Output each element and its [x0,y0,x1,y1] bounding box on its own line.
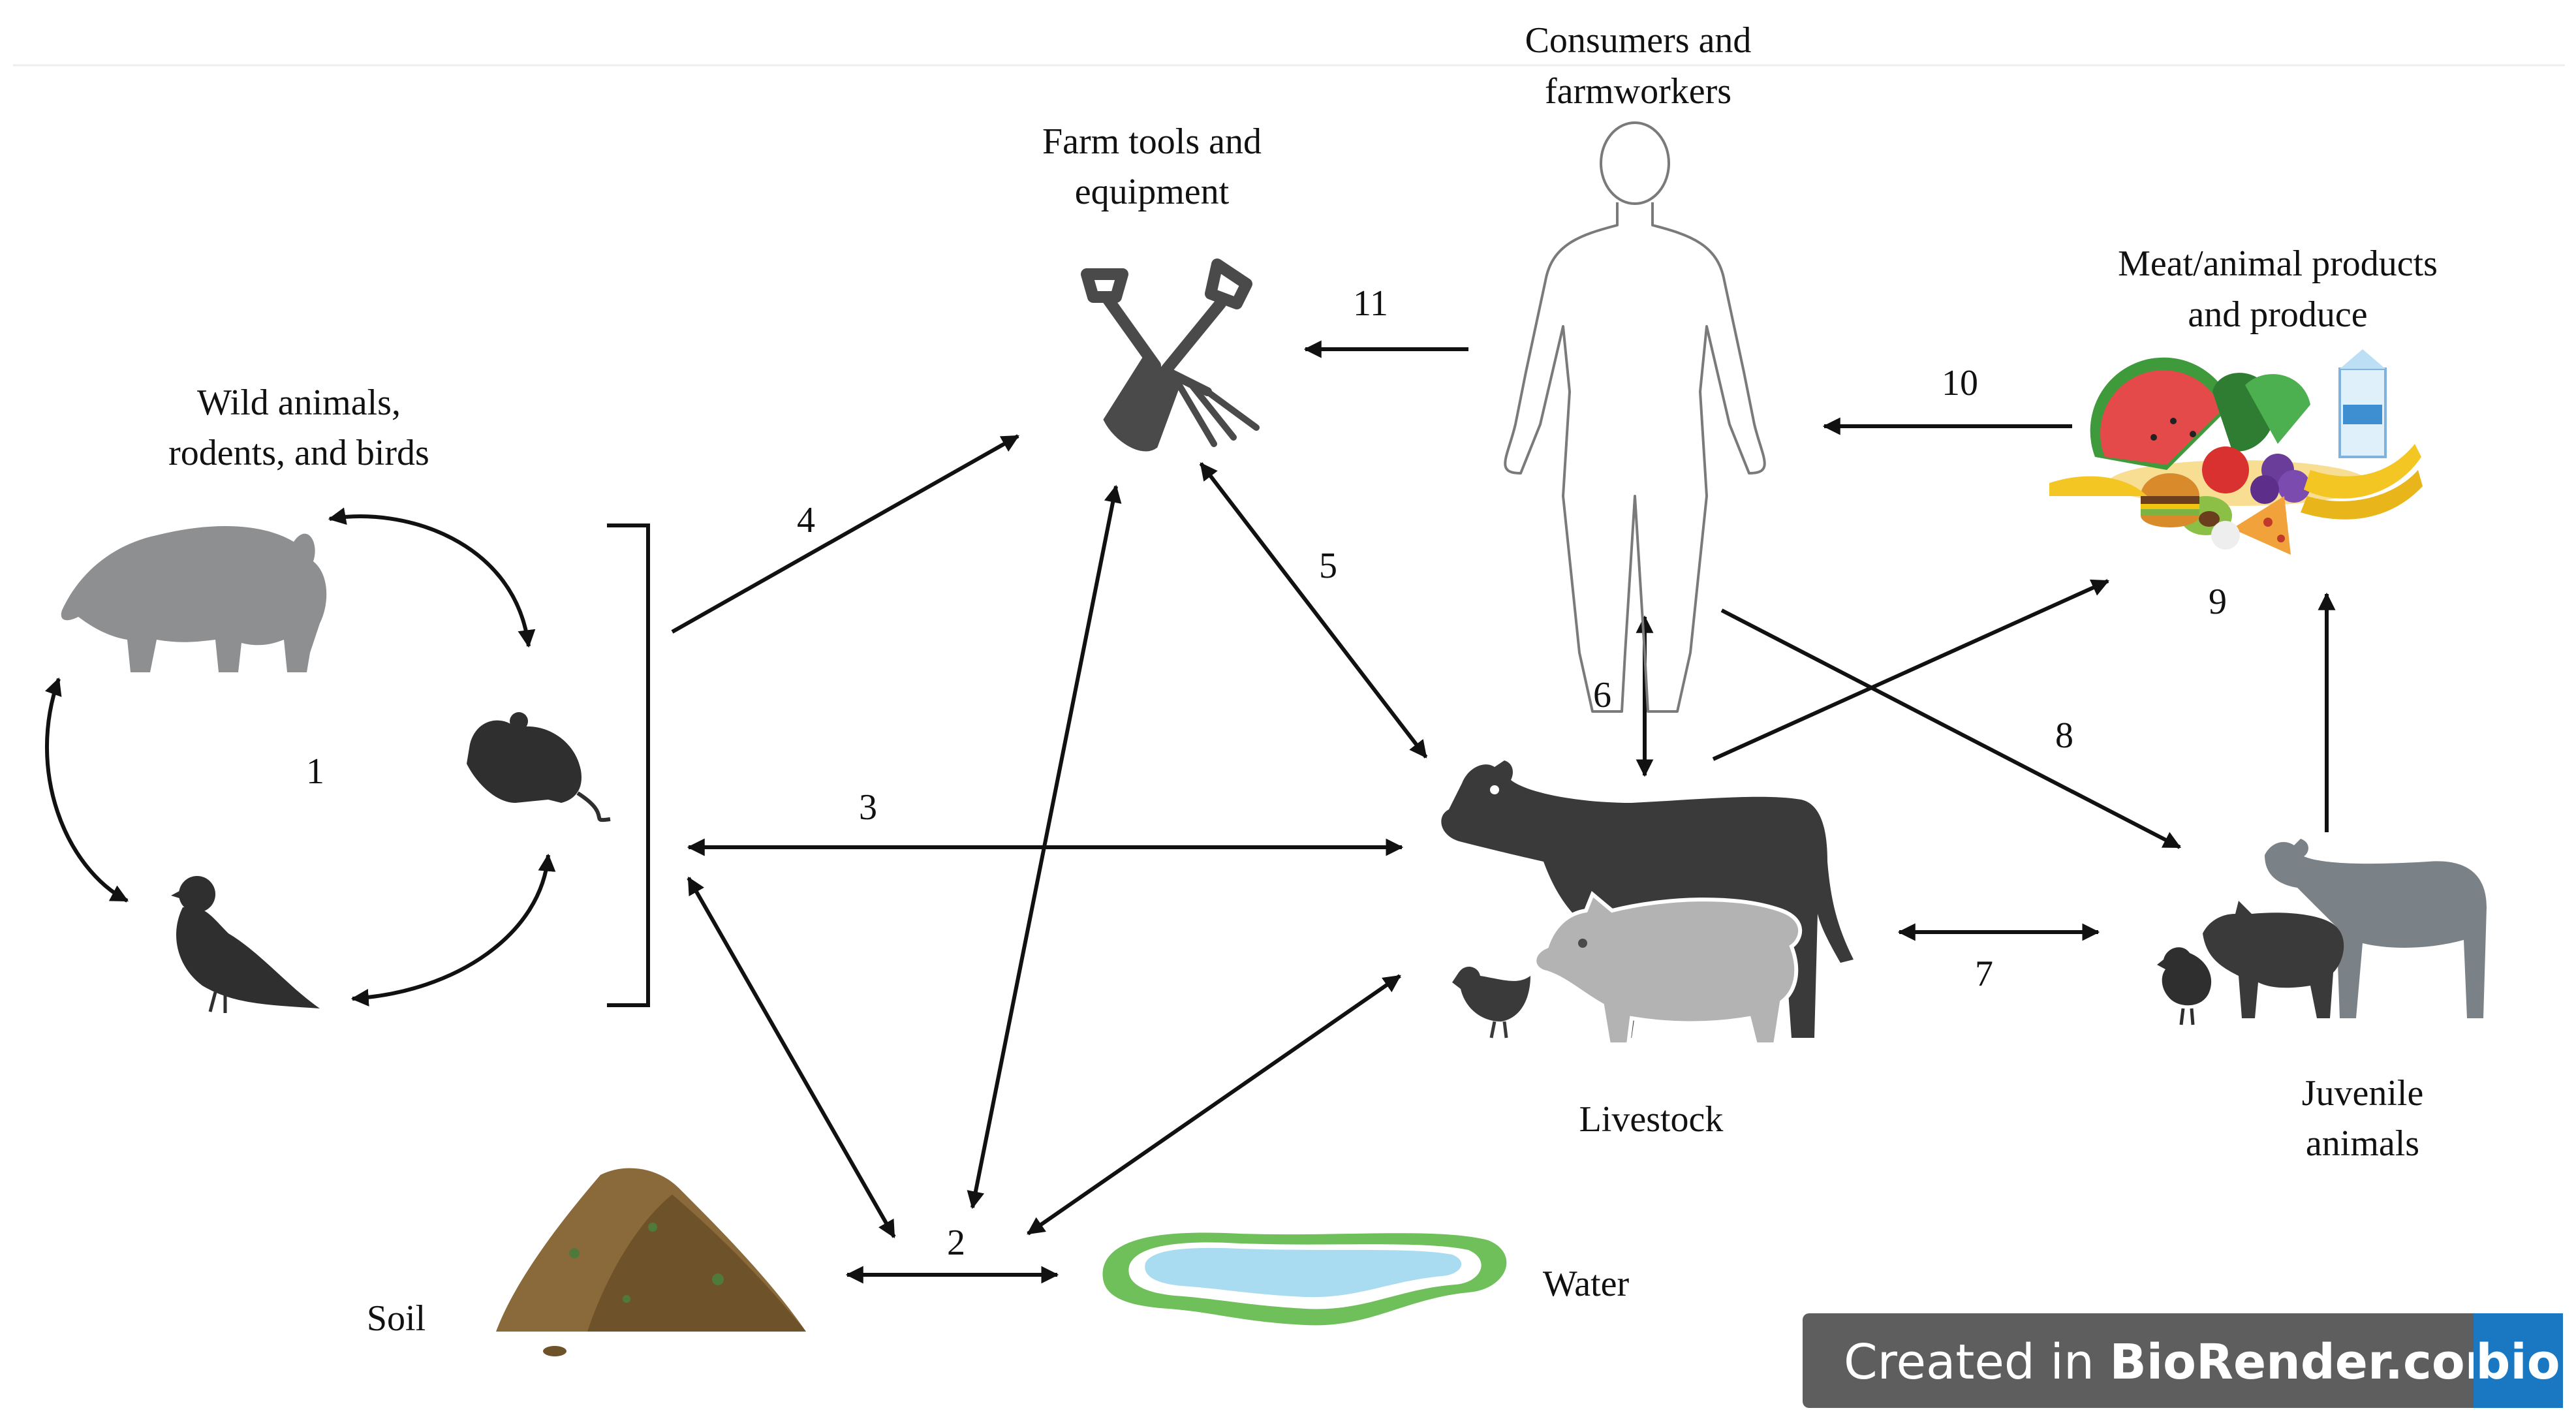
route-number-11: 11 [1353,283,1388,324]
products-label-line2: and produce [2188,294,2367,335]
livestock-label: Livestock [1579,1099,1724,1140]
arrow-wild-environment [687,877,896,1238]
juvenile-animals-icon [2157,839,2487,1025]
arrow-livestock-environment [1027,974,1401,1236]
wild-label-line1: Wild animals, [197,383,401,423]
route-number-9: 9 [2209,582,2227,622]
badge-prefix: Created in [1844,1334,2109,1390]
tools-label-line1: Farm tools and [1042,121,1262,162]
badge-logo-tile [2474,1313,2563,1408]
route-number-8: 8 [2055,715,2073,756]
pig-eye [1578,939,1587,948]
route-number-3: 3 [859,787,877,828]
arrow-livestock-products [1712,579,2110,761]
consumers-label-line1: Consumers and [1525,20,1752,61]
rodent-icon [467,712,611,822]
wild-group-bracket [607,523,650,1007]
arrows [44,340,2336,1284]
badge-text: Created in BioRender.com [1844,1334,2515,1390]
cow-eye [1490,785,1499,794]
wild-label-line2: rodents, and birds [168,433,429,473]
pigeon-icon [171,876,320,1013]
human-outline-icon [1504,121,1766,713]
water-label: Water [1543,1264,1630,1304]
soil-label: Soil [367,1298,426,1339]
cow-icon [1441,760,1854,1038]
badge-background [1803,1313,2563,1408]
route-number-4: 4 [797,500,815,540]
products-label-line1: Meat/animal products [2118,243,2438,284]
farm-tools-icon [1081,258,1260,452]
arrow-route-8 [1720,608,2181,849]
arrow-route-5 [1199,462,1428,758]
arrow-boar-bird [44,677,129,903]
water-puddle-icon [1102,1232,1507,1326]
route-number-7: 7 [1975,954,1993,994]
consumers-label-line2: farmworkers [1545,71,1731,112]
arrow-tools-environment [967,484,1122,1210]
soil-pile-icon [496,1168,806,1356]
pig-icon [1532,891,1803,1046]
route-number-6: 6 [1593,675,1611,715]
arrow-route-4 [671,434,1019,634]
badge-brand: BioRender.com [2109,1334,2515,1390]
biorender-badge[interactable]: Created in BioRender.com bio [1803,1313,2563,1408]
juvenile-label-line2: animals [2306,1123,2419,1164]
juvenile-label-line1: Juvenile [2302,1073,2424,1114]
tools-label-line2: equipment [1075,172,1230,212]
badge-logo: bio [2475,1334,2560,1390]
arrow-bird-rodent [350,853,556,1007]
route-number-1: 1 [306,751,324,792]
wild-boar-icon [61,526,327,672]
arrow-boar-rodent [328,507,536,648]
route-number-5: 5 [1319,546,1337,586]
route-number-10: 10 [1942,363,1978,403]
produce-icon [2049,349,2423,555]
route-number-2: 2 [947,1223,965,1263]
chicken-icon [1452,966,1530,1038]
